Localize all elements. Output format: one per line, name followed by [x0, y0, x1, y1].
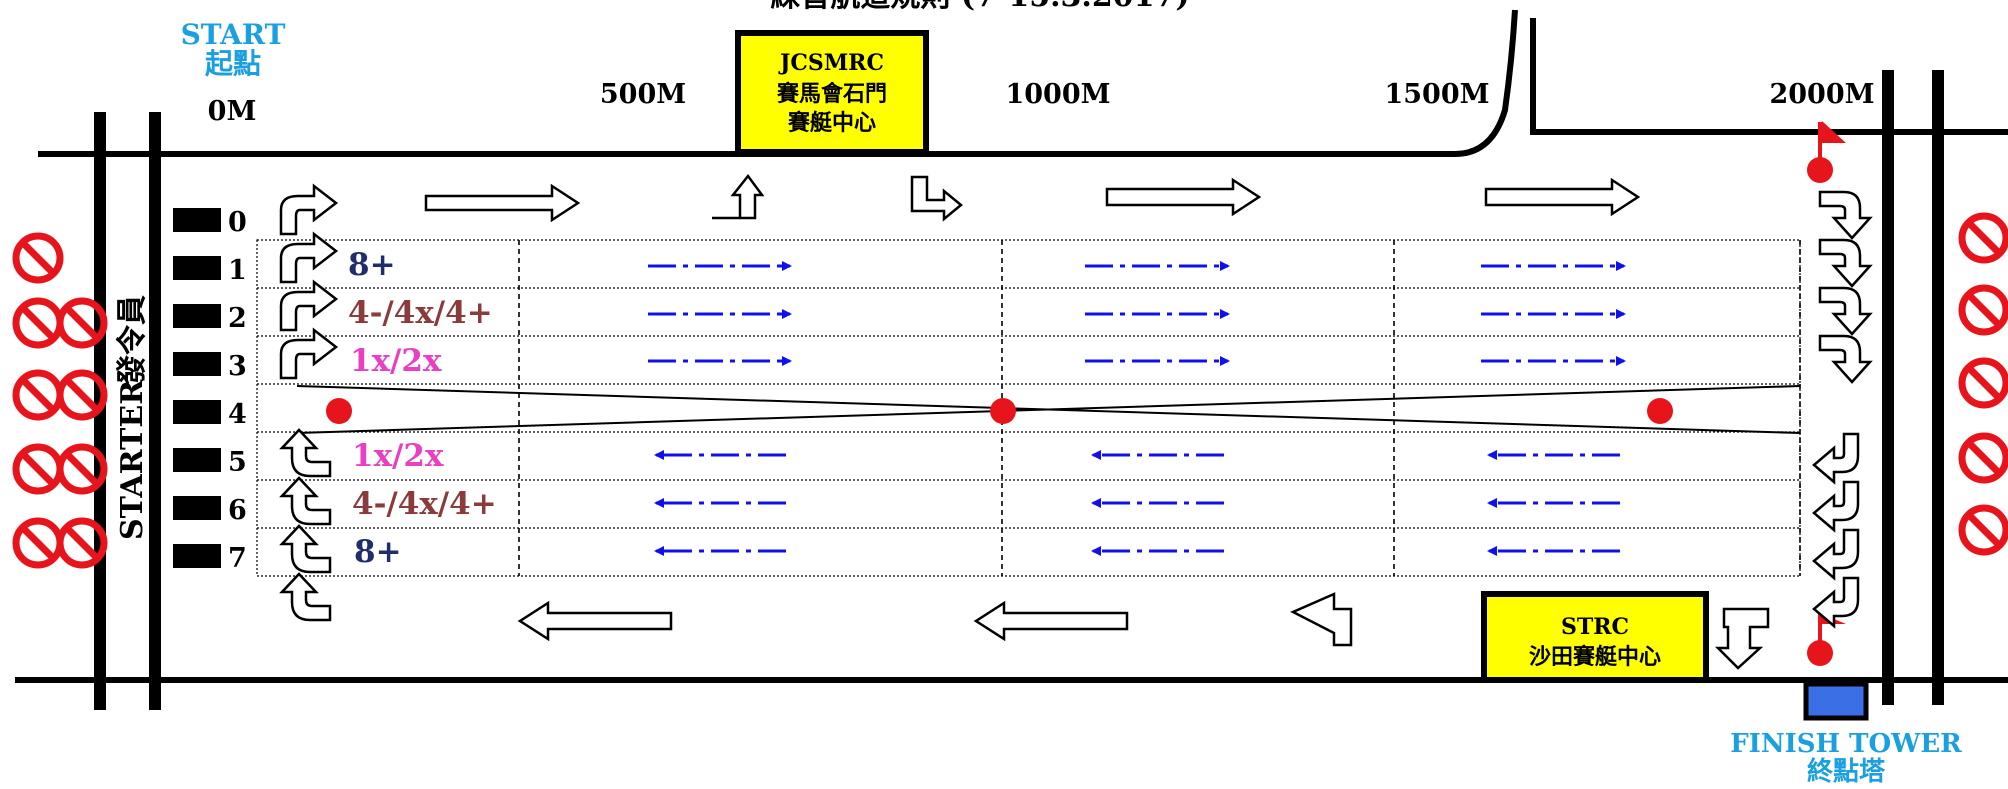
no-entry-icon — [12, 369, 64, 421]
lane-number: 1 — [228, 255, 247, 286]
strc-line2: 沙田賽艇中心 — [1529, 644, 1661, 670]
start-turn-up-icon — [279, 183, 339, 236]
start-pontoon — [173, 256, 221, 280]
start-pontoon — [173, 208, 221, 232]
marker-0m: 0M — [208, 96, 257, 127]
traffic-arrow-top-2 — [1105, 177, 1262, 217]
start-turn-up-icon — [279, 231, 339, 284]
start-label-zh: 起點 — [205, 47, 261, 80]
turn-arrow-to-strc-left — [1290, 592, 1353, 647]
finish-flag-top-icon — [1807, 121, 1846, 183]
start-pontoon — [173, 448, 221, 472]
lane-number: 3 — [228, 351, 247, 382]
start-label-en: START — [181, 18, 286, 51]
start-pontoon — [173, 544, 221, 568]
no-entry-icon — [12, 297, 64, 349]
start-turn-back-icon — [279, 428, 332, 478]
start-pontoon — [173, 304, 221, 328]
marker-500m: 500M — [600, 79, 686, 110]
start-turn-up-icon — [279, 279, 339, 332]
label-lane1-8plus: 8+ — [348, 247, 396, 283]
finish-turn-back-icon — [1812, 432, 1860, 485]
finish-turn-arrows — [1812, 190, 1873, 629]
finish-label-zh: 終點塔 — [1807, 756, 1886, 785]
lane-number: 2 — [228, 303, 247, 334]
finish-tower — [1803, 681, 1869, 721]
finish-turn-back-icon — [1812, 480, 1860, 533]
start-turn-up-icon — [279, 327, 339, 380]
no-entry-icon — [12, 232, 64, 284]
label-lane3-sculls: 1x/2x — [350, 343, 442, 379]
traffic-arrow-bottom-2 — [973, 600, 1129, 642]
turn-arrow-out-jcsmrc — [910, 175, 963, 222]
jcsmrc-line3: 賽艇中心 — [787, 110, 876, 136]
marker-2000m: 2000M — [1769, 79, 1874, 110]
no-entry-icon — [1958, 504, 2008, 556]
no-entry-icon — [1958, 284, 2008, 336]
lane-number: 4 — [228, 399, 247, 430]
jcsmrc-line1: JCSMRC — [778, 50, 884, 76]
label-lane2-fours: 4-/4x/4+ — [348, 295, 493, 331]
finish-turn-back-icon — [1812, 576, 1860, 629]
top-shore — [38, 9, 1518, 157]
no-entry-signs — [12, 212, 2008, 569]
start-turn-back-icon — [279, 476, 332, 526]
start-pontoons: 0 1 2 3 4 5 6 7 — [173, 207, 247, 574]
finish-label-en: FINISH TOWER — [1730, 729, 1962, 759]
traffic-arrow-top-1 — [424, 183, 581, 223]
finish-turn-down-icon — [1818, 286, 1873, 336]
no-entry-icon — [1958, 212, 2008, 264]
starter-label-en: STARTER — [115, 379, 150, 540]
finish-turn-back-icon — [1812, 528, 1860, 581]
traffic-arrow-bottom-1 — [517, 600, 673, 642]
flow-arrows — [648, 261, 1626, 556]
start-turn-arrows — [279, 183, 339, 622]
turn-arrow-into-jcsmrc — [712, 173, 765, 220]
lane-number: 0 — [228, 207, 247, 238]
red-buoy-3 — [1647, 398, 1673, 424]
finish-turn-down-icon — [1818, 190, 1873, 240]
lane-number: 5 — [228, 447, 247, 478]
no-entry-icon — [1958, 432, 2008, 484]
no-entry-icon — [56, 369, 108, 421]
traffic-arrow-top-3 — [1484, 177, 1641, 217]
channel-shore — [1530, 18, 2008, 135]
finish-turn-down-icon — [1818, 334, 1873, 384]
lane-grid-frame — [256, 239, 1801, 577]
start-pontoon — [173, 352, 221, 376]
no-entry-icon — [12, 517, 64, 569]
label-lane6-fours: 4-/4x/4+ — [352, 486, 497, 522]
turn-arrow-to-strc-down — [1714, 607, 1770, 670]
lane-number: 7 — [228, 543, 247, 574]
label-lane5-sculls: 1x/2x — [352, 438, 444, 474]
strc-building — [1481, 591, 1709, 683]
no-entry-icon — [56, 443, 108, 495]
center-lane-crossing — [296, 385, 1801, 434]
strc-line1: STRC — [1561, 614, 1629, 640]
lane-grid — [256, 239, 1801, 577]
jcsmrc-line2: 賽馬會石門 — [776, 81, 887, 107]
marker-1500m: 1500M — [1384, 79, 1489, 110]
red-buoy-2 — [990, 398, 1016, 424]
no-entry-icon — [1958, 357, 2008, 409]
marker-1000m: 1000M — [1005, 79, 1110, 110]
starter-label-zh: 發令員 — [115, 295, 150, 386]
lane-number: 6 — [228, 495, 247, 526]
start-turn-back-icon — [279, 572, 332, 622]
no-entry-icon — [56, 297, 108, 349]
red-buoy-1 — [326, 398, 352, 424]
jcsmrc-building — [735, 30, 929, 155]
start-pontoon — [173, 496, 221, 520]
start-pontoon — [173, 400, 221, 424]
finish-turn-down-icon — [1818, 238, 1873, 288]
start-turn-back-icon — [279, 524, 332, 574]
no-entry-icon — [12, 443, 64, 495]
label-lane7-8plus: 8+ — [354, 534, 402, 570]
title-clipped: 練習航道規則 (7-15.3.2017) — [770, 0, 1189, 14]
no-entry-icon — [56, 517, 108, 569]
